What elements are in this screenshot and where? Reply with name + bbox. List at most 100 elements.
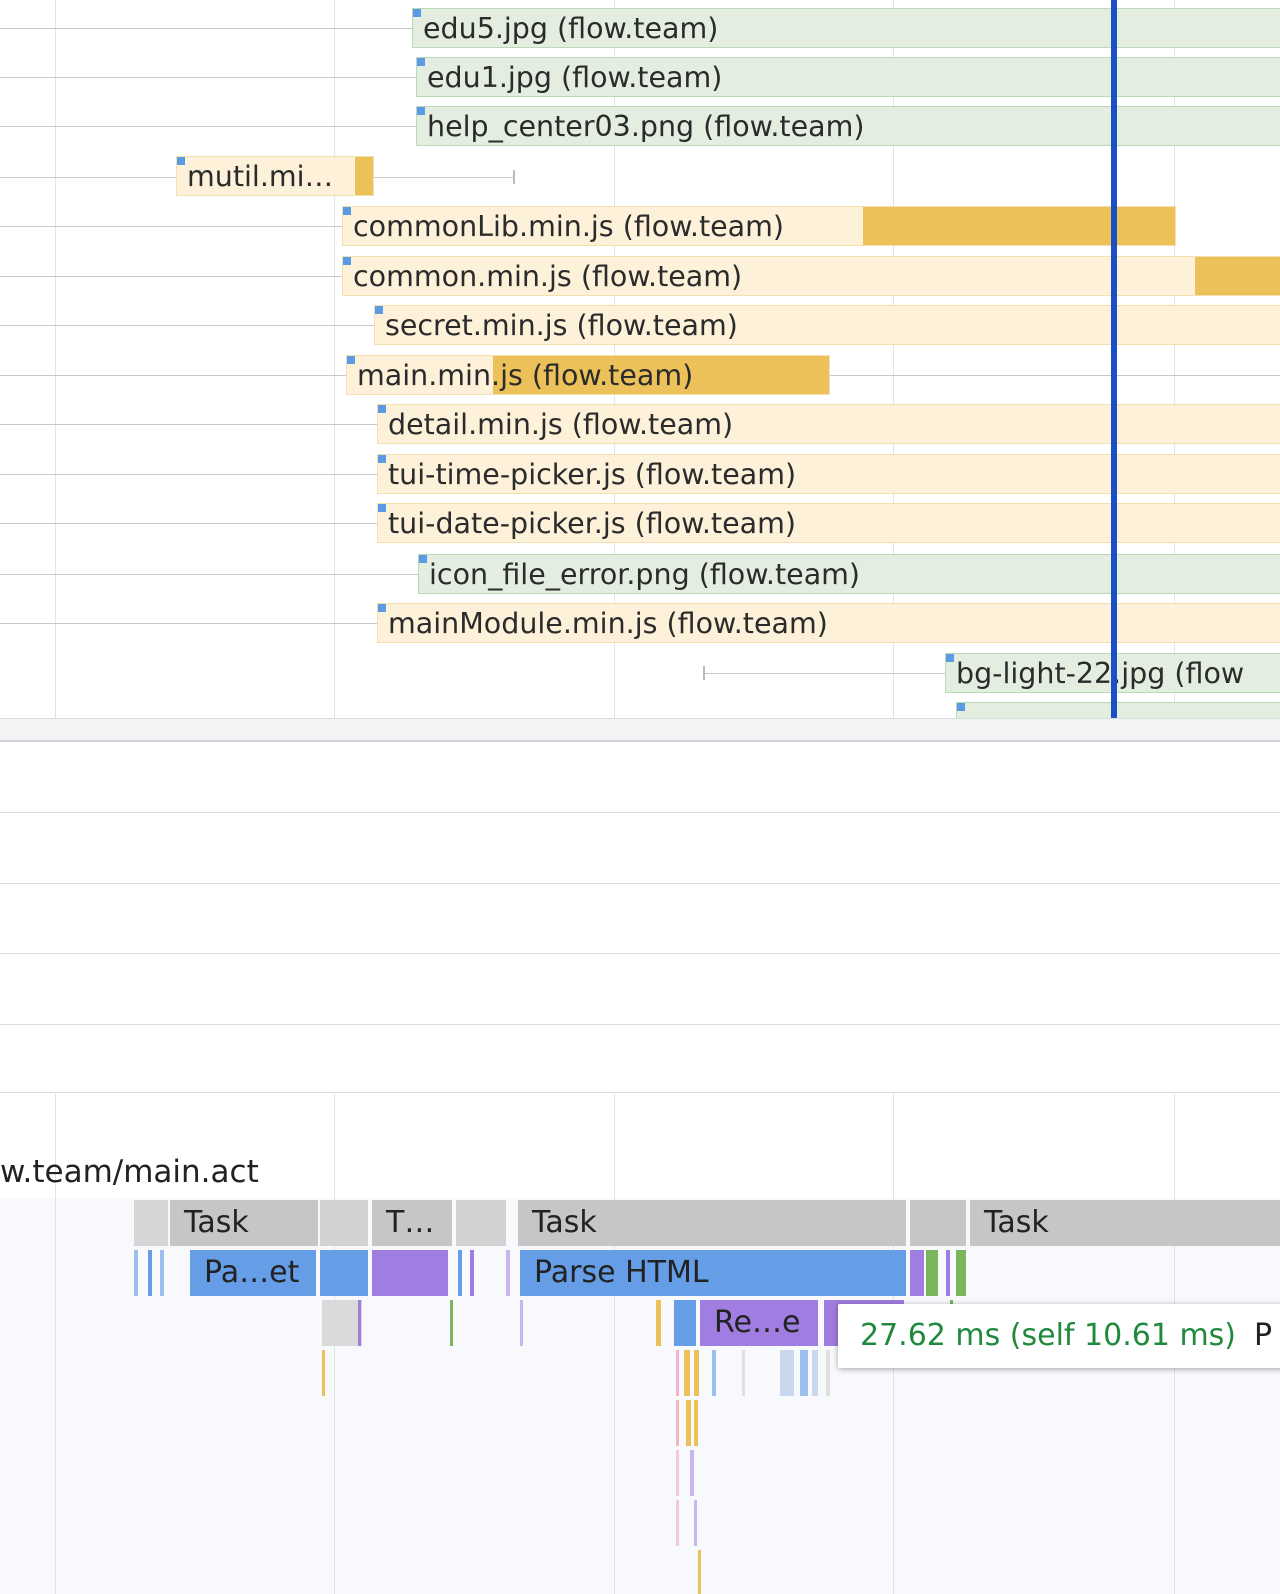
event-sliver[interactable]	[450, 1300, 453, 1346]
event-sliver[interactable]	[458, 1250, 462, 1296]
event-sliver[interactable]	[134, 1250, 138, 1296]
network-request-mutil[interactable]: mutil.mi…	[176, 156, 374, 196]
subtask-block[interactable]	[322, 1300, 362, 1346]
request-label: edu1.jpg (flow.team)	[427, 61, 723, 94]
event-sliver[interactable]	[826, 1350, 830, 1396]
task-block[interactable]: T…	[372, 1200, 452, 1246]
network-track: edu5.jpg (flow.team) edu1.jpg (flow.team…	[0, 0, 1280, 718]
track-resizer[interactable]	[0, 718, 1280, 742]
script-sliver[interactable]	[694, 1400, 698, 1446]
request-wait-line	[0, 177, 176, 178]
event-sliver[interactable]	[780, 1350, 794, 1396]
request-label: edu5.jpg (flow.team)	[423, 12, 719, 45]
request-receive-segment	[863, 207, 1175, 245]
parse-block[interactable]	[320, 1250, 368, 1296]
task-block[interactable]: Task	[518, 1200, 906, 1246]
task-block[interactable]	[910, 1200, 966, 1246]
event-sliver[interactable]	[358, 1300, 361, 1346]
network-request-icon-file-error[interactable]: icon_file_error.png (flow.team)	[418, 554, 1280, 594]
priority-marker	[375, 306, 383, 314]
flame-tooltip: 27.62 ms (self 10.61 ms) P	[838, 1304, 1280, 1368]
track-separator	[0, 1024, 1280, 1025]
priority-marker	[347, 356, 355, 364]
event-sliver[interactable]	[160, 1250, 164, 1296]
event-sliver[interactable]	[694, 1500, 697, 1546]
request-download-line	[374, 177, 514, 178]
priority-marker	[417, 58, 425, 66]
event-sliver[interactable]	[946, 1250, 950, 1296]
script-sliver[interactable]	[656, 1300, 661, 1346]
network-request-edu5[interactable]: edu5.jpg (flow.team)	[412, 8, 1280, 48]
event-sliver[interactable]	[676, 1400, 679, 1446]
network-request-detail[interactable]: detail.min.js (flow.team)	[377, 404, 1280, 444]
task-block[interactable]	[134, 1200, 168, 1246]
network-request-tui-date-picker[interactable]: tui-date-picker.js (flow.team)	[377, 503, 1280, 543]
script-sliver[interactable]	[686, 1400, 691, 1446]
event-sliver[interactable]	[742, 1350, 745, 1396]
request-label: secret.min.js (flow.team)	[385, 309, 738, 342]
script-sliver[interactable]	[684, 1350, 690, 1396]
parse-block[interactable]	[674, 1300, 696, 1346]
event-sliver[interactable]	[800, 1350, 808, 1396]
event-sliver[interactable]	[148, 1250, 152, 1296]
network-request-partial[interactable]	[956, 702, 1280, 718]
request-wait-line	[0, 276, 342, 277]
network-request-secret[interactable]: secret.min.js (flow.team)	[374, 305, 1280, 345]
request-wait-line	[0, 375, 346, 376]
network-request-tui-time-picker[interactable]: tui-time-picker.js (flow.team)	[377, 454, 1280, 494]
request-wait-line	[0, 28, 412, 29]
script-sliver[interactable]	[694, 1350, 699, 1396]
priority-marker	[957, 703, 965, 711]
request-label: mutil.mi…	[187, 160, 334, 193]
request-wait-line	[0, 523, 377, 524]
event-sliver[interactable]	[470, 1250, 474, 1296]
task-label: Task	[184, 1205, 249, 1240]
network-request-mainmodule[interactable]: mainModule.min.js (flow.team)	[377, 603, 1280, 643]
grid-line	[893, 0, 894, 718]
network-request-common[interactable]: common.min.js (flow.team)	[342, 256, 1280, 296]
event-sliver[interactable]	[690, 1450, 694, 1496]
frame-url-label: w.team/main.act	[0, 1154, 259, 1190]
paint-block[interactable]	[926, 1250, 938, 1296]
event-sliver[interactable]	[812, 1350, 818, 1396]
recalc-style-block[interactable]	[372, 1250, 448, 1296]
task-label: T…	[386, 1205, 435, 1240]
network-request-main[interactable]: main.min.js (flow.team)	[346, 355, 830, 395]
task-block[interactable]: Task	[970, 1200, 1280, 1246]
request-wait-line	[703, 673, 945, 674]
script-sliver[interactable]	[322, 1350, 325, 1396]
priority-marker	[378, 405, 386, 413]
task-block[interactable]	[456, 1200, 506, 1246]
network-request-help-center03[interactable]: help_center03.png (flow.team)	[416, 106, 1280, 146]
priority-marker	[378, 604, 386, 612]
recalc-style-block[interactable]	[910, 1250, 924, 1296]
event-sliver[interactable]	[520, 1300, 523, 1346]
request-receive-segment	[1195, 257, 1280, 295]
priority-marker	[378, 504, 386, 512]
script-sliver[interactable]	[698, 1550, 701, 1594]
request-receive-segment	[355, 157, 373, 195]
parse-html-block[interactable]: Parse HTML	[520, 1250, 906, 1296]
network-request-commonlib[interactable]: commonLib.min.js (flow.team)	[342, 206, 1176, 246]
event-sliver[interactable]	[676, 1450, 679, 1496]
event-label: Re…e	[714, 1305, 801, 1340]
task-block[interactable]	[320, 1200, 368, 1246]
request-end-tick	[513, 170, 515, 184]
track-separator	[0, 953, 1280, 954]
request-start-tick	[703, 666, 705, 680]
priority-marker	[946, 654, 954, 662]
request-wait-line	[0, 424, 377, 425]
time-cursor[interactable]	[1111, 0, 1117, 718]
event-label: Pa…et	[204, 1255, 300, 1290]
task-block[interactable]: Task	[170, 1200, 318, 1246]
parse-stylesheet-block[interactable]: Pa…et	[190, 1250, 316, 1296]
event-sliver[interactable]	[676, 1350, 679, 1396]
recalc-style-block[interactable]: Re…e	[700, 1300, 818, 1346]
event-sliver[interactable]	[506, 1250, 510, 1296]
paint-block[interactable]	[956, 1250, 966, 1296]
event-sliver[interactable]	[676, 1500, 679, 1546]
request-label: icon_file_error.png (flow.team)	[429, 558, 861, 591]
network-request-edu1[interactable]: edu1.jpg (flow.team)	[416, 57, 1280, 97]
priority-marker	[378, 455, 386, 463]
event-sliver[interactable]	[712, 1350, 716, 1396]
